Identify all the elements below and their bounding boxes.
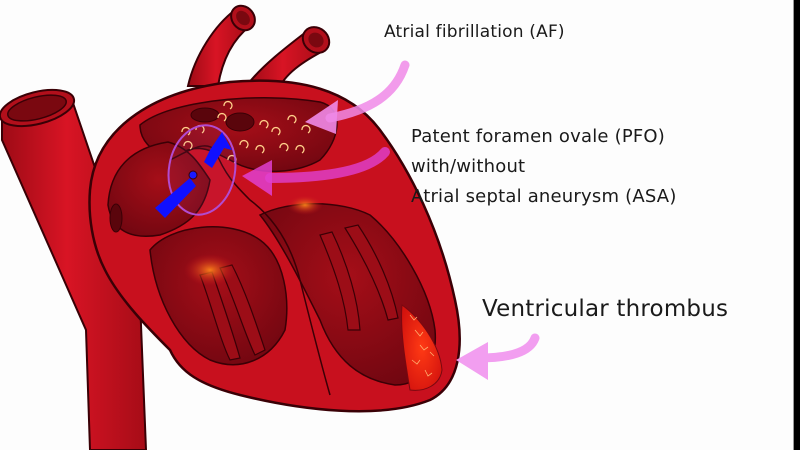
edge-bar bbox=[793, 0, 800, 450]
thrombus-fibrin-strands bbox=[409, 314, 435, 377]
pulmonary-vessel-left bbox=[186, 4, 256, 87]
papillary-muscles bbox=[199, 224, 399, 361]
right-atrium bbox=[107, 141, 211, 237]
valve-glow bbox=[287, 195, 323, 215]
label-pfo-line2: with/without bbox=[411, 156, 526, 177]
swirl-flow-icons bbox=[181, 100, 311, 164]
septum bbox=[169, 145, 331, 396]
vein-opening bbox=[225, 112, 255, 132]
vein-opening bbox=[190, 107, 220, 123]
label-ventricular-thrombus: Ventricular thrombus bbox=[482, 296, 729, 322]
curved-arrow-af bbox=[305, 60, 410, 134]
curved-arrow-vt bbox=[456, 333, 540, 380]
pulmonary-vessel-right bbox=[246, 26, 331, 92]
curved-arrow-pfo bbox=[242, 147, 390, 196]
aorta-vessel bbox=[0, 88, 148, 450]
label-pfo-line3: Atrial septal aneurysm (ASA) bbox=[411, 186, 677, 207]
blue-shunt-arrow bbox=[155, 132, 232, 218]
label-pfo-line1: Patent foramen ovale (PFO) bbox=[411, 126, 666, 147]
label-pfo-asa: Patent foramen ovale (PFO) with/without … bbox=[411, 122, 677, 212]
label-atrial-fibrillation: Atrial fibrillation (AF) bbox=[384, 22, 565, 42]
valve-glow bbox=[184, 254, 236, 286]
